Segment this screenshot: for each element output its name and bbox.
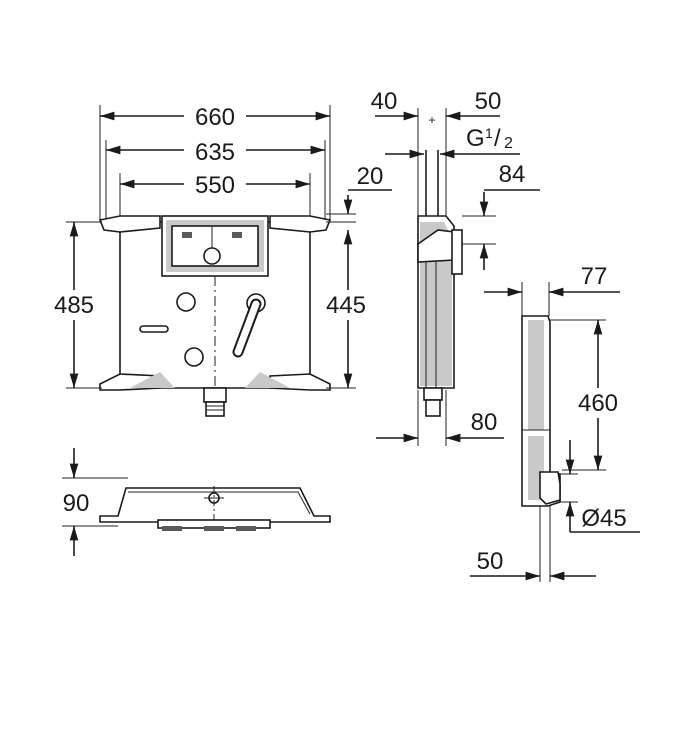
- dim-offset-top: 20: [357, 163, 384, 190]
- dim-pipe-diameter: Ø45: [581, 505, 626, 532]
- dim-width-inner: 550: [195, 172, 235, 199]
- svg-text:/: /: [494, 125, 501, 152]
- dim-bottom-depth: 80: [471, 409, 498, 436]
- dim-connection-height: 84: [499, 161, 526, 188]
- dim-width-middle: 635: [195, 139, 235, 166]
- thread-fraction-num: 1: [485, 125, 493, 141]
- dim-height-left: 485: [54, 292, 94, 319]
- dim-depth: 90: [63, 490, 90, 517]
- dim-width-outer: 660: [195, 104, 235, 131]
- front-view: 660 635 550: [46, 102, 392, 417]
- thread-fraction-den: 2: [504, 135, 513, 152]
- dim-height-right: 445: [326, 292, 366, 319]
- pipe-view: 77 460 Ø45 50: [470, 263, 640, 582]
- thread-label: G: [466, 125, 485, 152]
- svg-text:+: +: [428, 113, 435, 127]
- top-view: 90: [62, 448, 331, 556]
- dim-left-offset: 40: [371, 88, 398, 115]
- dim-pipe-width: 77: [581, 263, 608, 290]
- dim-pipe-bottom-offset: 50: [477, 548, 504, 575]
- dim-right-offset: 50: [475, 88, 502, 115]
- side-view: 40 50 + G 1 / 2 84 80: [371, 88, 540, 446]
- dim-pipe-height: 460: [578, 390, 618, 417]
